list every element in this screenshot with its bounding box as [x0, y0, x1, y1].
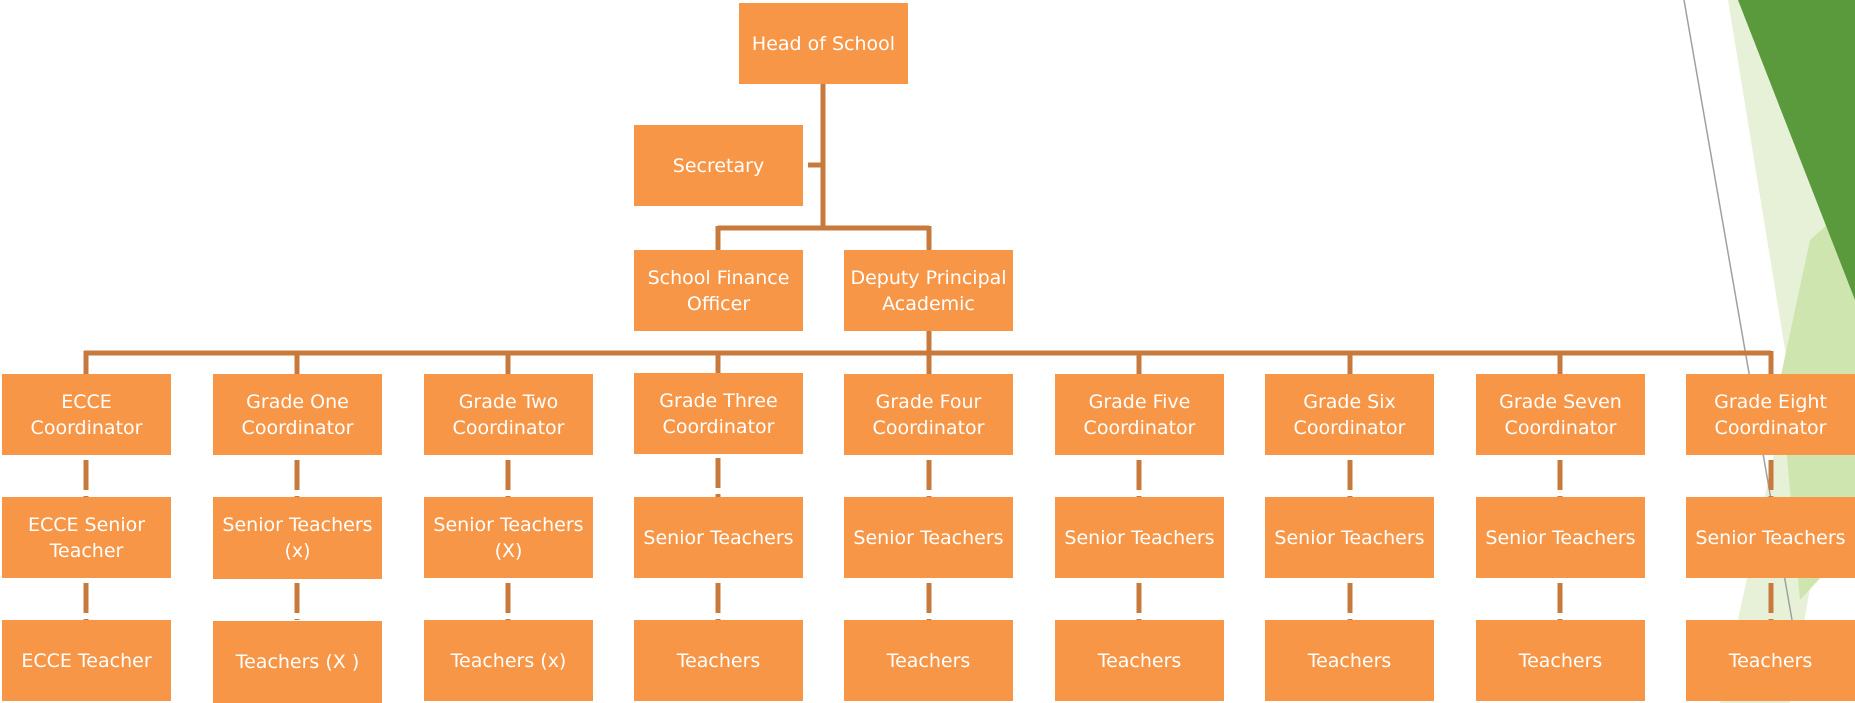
senior-teacher-box-7: Senior Teachers	[1265, 497, 1434, 578]
deputy-principal-box: Deputy Principal Academic	[844, 250, 1013, 331]
coordinator-label: Grade Four Coordinator	[872, 390, 985, 439]
coordinator-box-4: Grade Three Coordinator	[634, 373, 803, 454]
teacher-box-7: Teachers	[1265, 620, 1434, 701]
senior-teacher-box-3: Senior Teachers (X)	[424, 497, 593, 578]
teacher-label: Teachers	[1518, 649, 1603, 672]
coordinator-box-1: ECCE Coordinator	[2, 374, 171, 455]
teacher-label: Teachers	[1097, 649, 1182, 672]
head-of-school-box: Head of School	[739, 3, 908, 84]
senior-teacher-box-1: ECCE Senior Teacher	[2, 497, 171, 578]
decor-dark-green-triangle	[1738, 0, 1855, 300]
senior-teacher-box-5: Senior Teachers	[844, 497, 1013, 578]
coordinator-label: Grade Seven Coordinator	[1499, 390, 1622, 439]
teacher-label: Teachers	[886, 649, 971, 672]
teacher-box-4: Teachers	[634, 620, 803, 701]
coordinator-box-8: Grade Seven Coordinator	[1476, 374, 1645, 455]
senior-teacher-box-4: Senior Teachers	[634, 497, 803, 578]
teacher-label: Teachers (x)	[450, 649, 567, 672]
coordinator-box-9: Grade Eight Coordinator	[1686, 374, 1855, 455]
secretary-box: Secretary	[634, 125, 803, 206]
teacher-box-3: Teachers (x)	[424, 620, 593, 701]
senior-teacher-box-9: Senior Teachers	[1686, 497, 1855, 578]
teacher-label: Teachers (X )	[235, 651, 360, 673]
senior-teacher-label: Senior Teachers (X)	[433, 513, 584, 562]
coordinator-label: Grade Eight Coordinator	[1714, 390, 1827, 439]
teacher-label: ECCE Teacher	[21, 649, 152, 672]
teacher-box-2: Teachers (X )	[213, 621, 382, 703]
school-finance-officer-box: School Finance Officer	[634, 250, 803, 331]
senior-teacher-label: Senior Teachers	[1485, 526, 1636, 549]
teacher-box-5: Teachers	[844, 620, 1013, 701]
coordinator-label: Grade Two Coordinator	[452, 390, 565, 439]
senior-teacher-label: Senior Teachers	[643, 526, 794, 549]
senior-teacher-label: ECCE Senior Teacher	[27, 513, 146, 562]
coordinator-label: ECCE Coordinator	[30, 390, 143, 439]
coordinator-box-5: Grade Four Coordinator	[844, 374, 1013, 455]
teacher-label: Teachers	[1728, 649, 1813, 672]
secretary-label: Secretary	[672, 154, 765, 177]
coordinator-label: Grade One Coordinator	[241, 390, 354, 439]
senior-teacher-label: Senior Teachers	[1695, 526, 1846, 549]
coordinator-box-3: Grade Two Coordinator	[424, 374, 593, 455]
head-of-school-label: Head of School	[751, 32, 896, 55]
teacher-label: Teachers	[1307, 649, 1392, 672]
senior-teacher-box-2: Senior Teachers (x)	[213, 497, 382, 579]
senior-teacher-box-6: Senior Teachers	[1055, 497, 1224, 578]
teacher-box-8: Teachers	[1476, 620, 1645, 701]
teacher-box-1: ECCE Teacher	[2, 620, 171, 701]
school-finance-officer-label: School Finance Officer	[647, 266, 790, 315]
coordinator-box-2: Grade One Coordinator	[213, 374, 382, 455]
senior-teacher-label: Senior Teachers	[1064, 526, 1215, 549]
senior-teacher-label: Senior Teachers (x)	[222, 514, 373, 562]
coordinator-box-7: Grade Six Coordinator	[1265, 374, 1434, 455]
senior-teacher-label: Senior Teachers	[1274, 526, 1425, 549]
coordinator-box-6: Grade Five Coordinator	[1055, 374, 1224, 455]
teacher-box-6: Teachers	[1055, 620, 1224, 701]
coordinator-label: Grade Three Coordinator	[659, 389, 778, 438]
senior-teacher-box-8: Senior Teachers	[1476, 497, 1645, 578]
teacher-box-9: Teachers	[1686, 620, 1855, 701]
senior-teacher-label: Senior Teachers	[853, 526, 1004, 549]
coordinator-label: Grade Five Coordinator	[1083, 390, 1196, 439]
deputy-principal-label: Deputy Principal Academic	[850, 266, 1007, 315]
coordinator-label: Grade Six Coordinator	[1293, 390, 1406, 439]
teacher-label: Teachers	[676, 649, 761, 672]
